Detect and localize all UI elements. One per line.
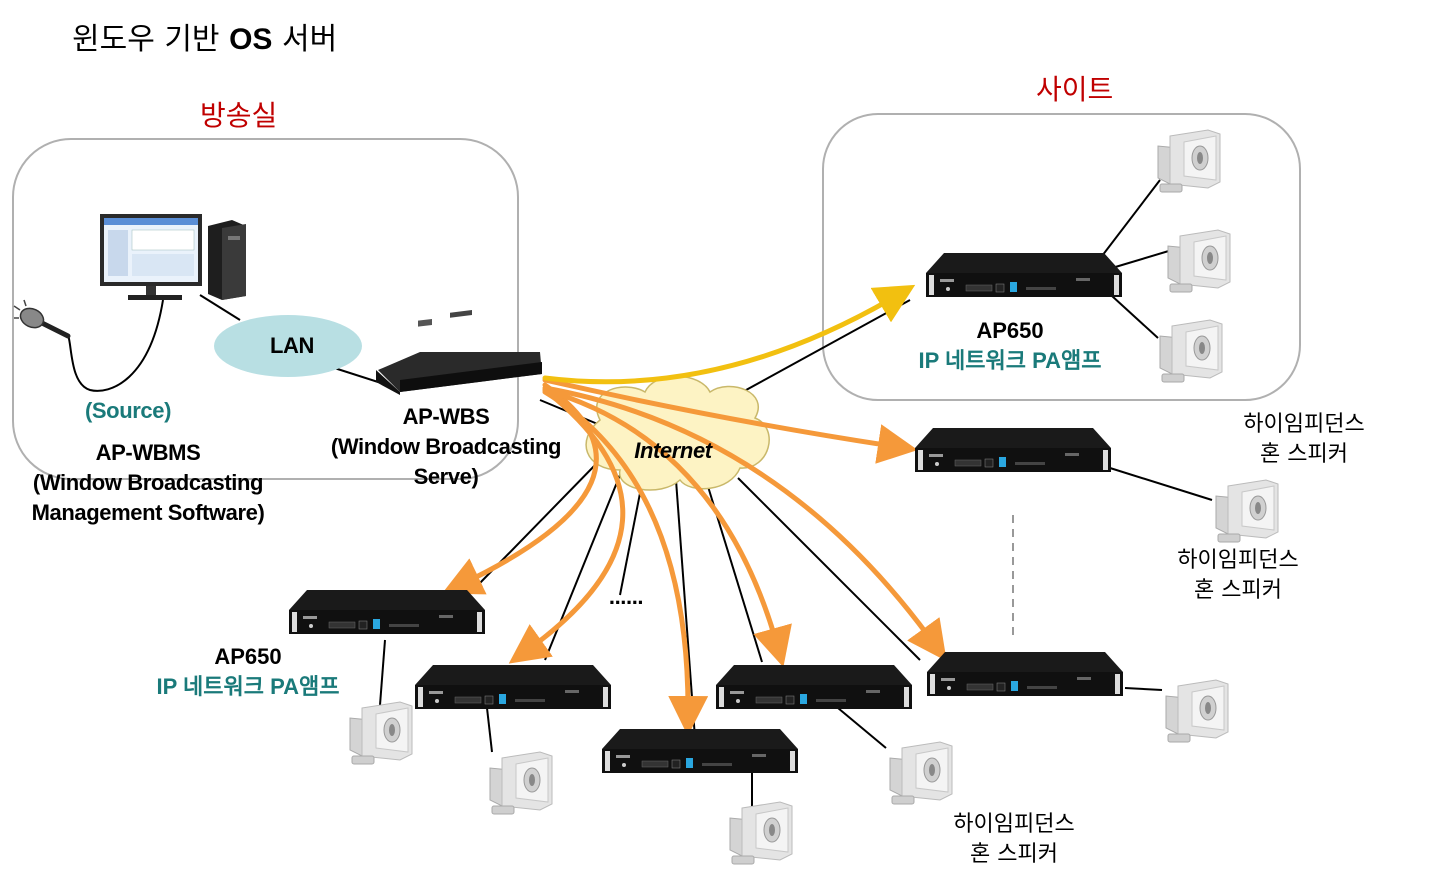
amp-description: IP 네트워크 PA앰프 (156, 674, 340, 699)
horn-speaker-icon (1165, 679, 1229, 743)
amp-label-site: AP650 IP 네트워크 PA앰프 (880, 316, 1140, 376)
amplifier-mid-left (414, 664, 612, 710)
speaker-label-bottom: 하이임피던스 혼 스피커 (924, 810, 1104, 870)
lan-label: LAN (269, 333, 314, 358)
computer-icon (100, 214, 246, 300)
speaker-label-line1: 하이임피던스 (953, 812, 1075, 837)
site-arrow (542, 284, 916, 385)
speaker-label-line2: 혼 스피커 (1194, 578, 1282, 603)
title-os: OS (229, 23, 273, 56)
broadcast-room-title: 방송실 (200, 99, 278, 132)
speaker-label-line1: 하이임피던스 (1243, 412, 1365, 437)
horn-speaker-icon (1167, 229, 1231, 293)
amplifier-left (288, 589, 486, 635)
server-icon (376, 310, 542, 395)
broadcast-arrows (441, 377, 947, 736)
speaker-label-line2: 혼 스피커 (1260, 442, 1348, 467)
speaker-label-mid-right: 하이임피던스 혼 스피커 (1148, 546, 1328, 606)
horn-speaker-icon (729, 801, 793, 865)
broadcast-room-region (12, 138, 519, 480)
amplifier-right-top (914, 427, 1112, 473)
title-prefix: 윈도우 기반 (72, 22, 220, 57)
amp-label-left: AP650 IP 네트워크 PA앰프 (118, 642, 378, 702)
horn-speaker-icon (1157, 129, 1221, 193)
amplifier-center (601, 728, 799, 774)
speaker-label-top-right: 하이임피던스 혼 스피커 (1214, 410, 1394, 470)
lan-ellipse (214, 315, 362, 377)
amplifier-site (925, 252, 1123, 298)
source-label: (Source) (84, 398, 172, 423)
site-region (822, 113, 1301, 401)
internet-cloud (585, 375, 770, 491)
horn-speaker-icon (889, 741, 953, 805)
horn-speaker-icon (489, 751, 553, 815)
wbs-desc-1: (Window Broadcasting (330, 434, 562, 459)
wbms-desc-2: Management Software) (31, 500, 265, 525)
amp-model: AP650 (976, 318, 1044, 343)
amplifier-right-bottom (926, 651, 1124, 697)
amp-description: IP 네트워크 PA앰프 (918, 348, 1102, 373)
speaker-label-line2: 혼 스피커 (970, 842, 1058, 867)
horn-speaker-icon (1215, 479, 1279, 543)
wbs-name: AP-WBS (402, 404, 490, 429)
wbms-desc-1: (Window Broadcasting (32, 470, 264, 495)
horn-speaker-icon (349, 701, 413, 765)
wbms-label: AP-WBMS (Window Broadcasting Management … (0, 438, 296, 528)
page-title: 윈도우 기반 OS 서버 (72, 14, 337, 58)
title-suffix: 서버 (282, 22, 338, 57)
amp-model: AP650 (214, 644, 282, 669)
ellipsis-label: ...... (608, 584, 644, 609)
microphone-icon (13, 299, 71, 339)
amplifier-mid-right (715, 664, 913, 710)
speaker-label-line1: 하이임피던스 (1177, 548, 1299, 573)
wbs-desc-2: Serve) (413, 464, 479, 489)
wbms-name: AP-WBMS (95, 440, 201, 465)
internet-label: Internet (634, 438, 712, 463)
horn-speaker-icon (1159, 319, 1223, 383)
wbs-label: AP-WBS (Window Broadcasting Serve) (316, 402, 576, 492)
site-title: 사이트 (1036, 73, 1114, 106)
